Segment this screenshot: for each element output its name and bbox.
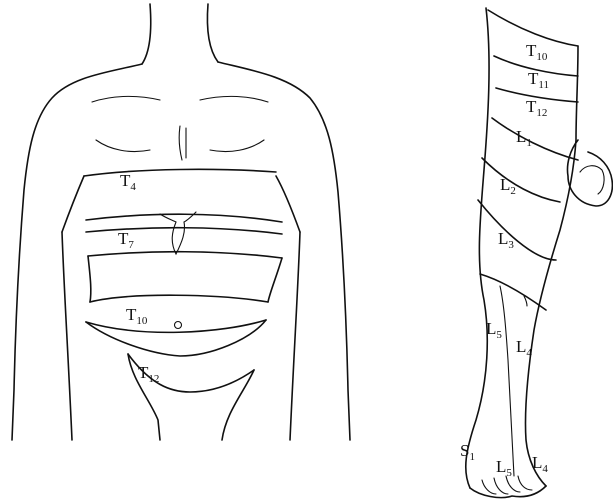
- leg-label-l1-base: L: [516, 127, 526, 146]
- leg-labels: T10 T11 T12 L1 L2 L3 L5 L4 S1 L5 L4: [460, 41, 549, 479]
- label-t4-base: T: [120, 171, 131, 190]
- leg-band-l1-bottom: [482, 158, 560, 202]
- leg-label-l4: L4: [516, 337, 532, 359]
- leg-label-l3: L3: [498, 229, 514, 251]
- torso-right-armpit: [276, 176, 300, 232]
- torso-right-inner-arm: [290, 232, 300, 440]
- leg-label-l2-sub: 2: [510, 185, 516, 197]
- genital-inner: [580, 166, 604, 194]
- leg-label-t12-base: T: [526, 97, 537, 116]
- leg-label-l2-base: L: [500, 175, 510, 194]
- leg-knee-line: [500, 286, 514, 476]
- torso-figure: [12, 4, 350, 440]
- label-t10-base: T: [126, 305, 137, 324]
- navel-mark: [175, 322, 182, 329]
- torso-right-shoulder: [218, 62, 350, 440]
- torso-right-flank: [268, 258, 282, 302]
- genital-outline: [567, 140, 612, 206]
- label-t7-base: T: [118, 229, 129, 248]
- leg-label-t11-base: T: [528, 69, 539, 88]
- leg-band-t11-bottom: [496, 88, 578, 102]
- leg-label-s1-sub: 1: [469, 451, 475, 463]
- torso-pec-left: [96, 140, 150, 152]
- leg-label-s1: S1: [460, 441, 475, 463]
- leg-label-l4-foot: L4: [532, 453, 548, 475]
- torso-sternum: [179, 126, 186, 160]
- leg-label-l4-sub: 4: [526, 347, 532, 359]
- label-t7-sub: 7: [128, 239, 134, 251]
- leg-label-l5-base: L: [486, 319, 496, 338]
- leg-label-l1: L1: [516, 127, 532, 149]
- band-t4-top: [84, 169, 276, 176]
- torso-left-inner-arm: [62, 232, 72, 440]
- leg-label-t10: T10: [526, 41, 548, 63]
- label-t12-base: T: [138, 363, 149, 382]
- leg-label-s1-base: S: [460, 441, 469, 460]
- leg-label-l1-sub: 1: [526, 137, 532, 149]
- leg-label-l5-foot: L5: [496, 457, 512, 479]
- leg-band-l3-bottom: [480, 274, 546, 310]
- leg-label-t12-sub: 12: [536, 107, 547, 119]
- leg-band-l2-bottom: [478, 200, 556, 260]
- leg-label-l2: L2: [500, 175, 516, 197]
- label-t12: T12: [138, 363, 159, 385]
- band-t12-top: [86, 320, 266, 356]
- leg-label-l4-foot-base: L: [532, 453, 542, 472]
- leg-label-l4-base: L: [516, 337, 526, 356]
- leg-label-t10-sub: 10: [536, 51, 548, 63]
- torso-neck-right: [207, 4, 218, 62]
- torso-xiphoid: [160, 212, 196, 254]
- leg-band-t12-bottom: [492, 118, 578, 160]
- torso-left-shoulder: [12, 64, 142, 440]
- leg-label-l3-base: L: [498, 229, 508, 248]
- leg-label-l3-sub: 3: [508, 239, 514, 251]
- label-t4-sub: 4: [130, 181, 136, 193]
- torso-left-armpit: [62, 176, 84, 232]
- label-t10: T10: [126, 305, 148, 327]
- band-t10-top: [90, 295, 268, 302]
- label-t4: T4: [120, 171, 136, 193]
- leg-label-t10-base: T: [526, 41, 537, 60]
- torso-labels: T4 T7 T10 T12: [118, 171, 159, 385]
- label-t12-sub: 12: [148, 373, 159, 385]
- foot-outline: [470, 486, 546, 498]
- label-t10-sub: 10: [136, 315, 148, 327]
- leg-outer-contour: [466, 8, 489, 488]
- torso-left-flank: [88, 256, 91, 302]
- leg-label-t11-sub: 11: [538, 79, 549, 91]
- label-t7: T7: [118, 229, 134, 251]
- band-t7-bottom: [88, 252, 282, 258]
- band-t4-bottom: [86, 214, 282, 222]
- torso-clavicle-right: [200, 96, 268, 102]
- torso-clavicle-left: [92, 96, 160, 102]
- leg-label-l4-foot-sub: 4: [542, 463, 548, 475]
- leg-label-l5-foot-sub: 5: [506, 467, 512, 479]
- leg-label-l5-foot-base: L: [496, 457, 506, 476]
- torso-pec-right: [210, 140, 264, 152]
- leg-label-l5: L5: [486, 319, 502, 341]
- leg-label-l5-sub: 5: [496, 329, 502, 341]
- torso-neck-left: [142, 4, 151, 64]
- leg-label-t12: T12: [526, 97, 547, 119]
